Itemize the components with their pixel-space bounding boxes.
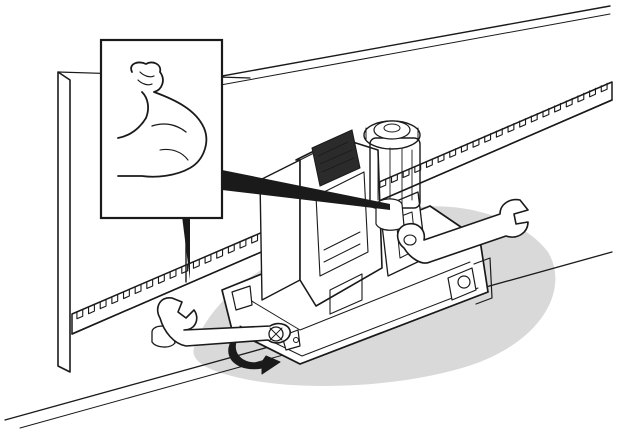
gate-top-rail bbox=[199, 5, 611, 87]
control-board bbox=[311, 129, 361, 187]
wrench-icon bbox=[156, 297, 291, 347]
callout-pointer bbox=[182, 170, 390, 283]
wrench-icon bbox=[396, 198, 529, 264]
floor-line-inner bbox=[19, 341, 331, 429]
rotate-arrow-icon bbox=[228, 341, 281, 375]
release-knob bbox=[363, 120, 421, 150]
flexed-arm-icon bbox=[117, 61, 208, 178]
